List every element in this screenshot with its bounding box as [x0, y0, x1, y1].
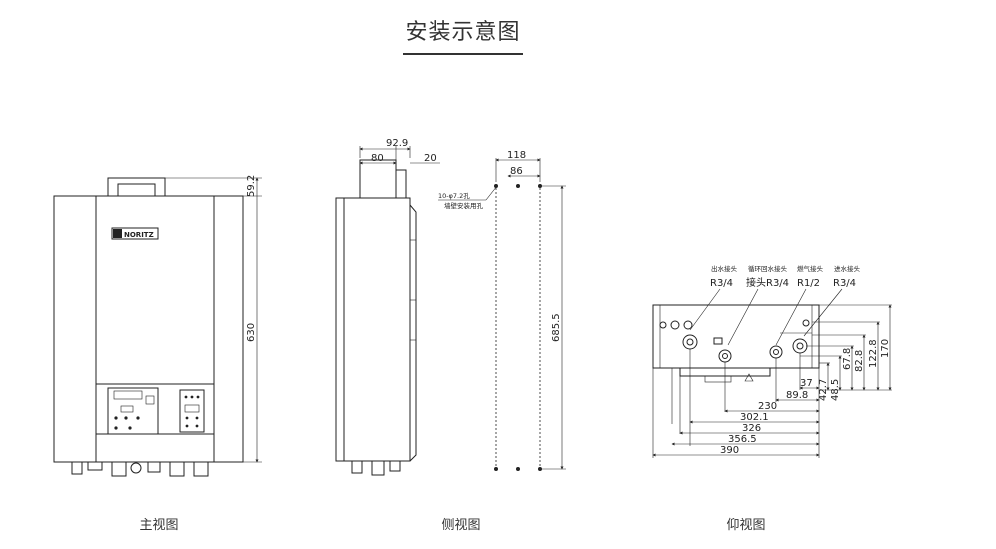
title-underline — [403, 53, 523, 55]
dim-v-67-8: 67.8 — [842, 348, 853, 370]
dim-front-bracket: 59.2 — [246, 175, 257, 197]
side-view: 92.9 80 20 10-φ7.2孔 墙壁安装用孔 118 86 685.5 — [335, 138, 566, 476]
dim-side-a: 92.9 — [386, 138, 408, 149]
dim-side-b: 80 — [371, 153, 384, 164]
dim-v-122-8: 122.8 — [868, 339, 879, 368]
brand-logo-text: NORITZ — [124, 231, 154, 239]
dim-v-48-5: 48.5 — [830, 379, 841, 401]
pipe-thread-return: 接头R3/4 — [746, 276, 789, 289]
caption-bottom-view: 仰视图 — [726, 518, 766, 533]
dim-front-height: 630 — [246, 323, 257, 342]
pipe-thread-out: R3/4 — [710, 278, 733, 289]
dim-h-37: 37 — [800, 378, 813, 389]
pipe-label-gas: 燃气接头 — [797, 264, 824, 273]
dim-v-170: 170 — [880, 339, 891, 358]
page-title: 安装示意图 — [405, 20, 521, 45]
hole-note: 墙壁安装用孔 — [444, 201, 484, 210]
caption-side-view: 侧视图 — [441, 518, 481, 533]
dim-h-326: 326 — [742, 423, 761, 434]
pipe-thread-in: R3/4 — [833, 278, 856, 289]
dim-side-c: 20 — [424, 153, 437, 164]
hole-spec: 10-φ7.2孔 — [438, 192, 470, 200]
pipe-label-in: 进水接头 — [834, 264, 861, 273]
pipe-label-return: 循环回水接头 — [748, 264, 788, 273]
dim-h-230: 230 — [758, 401, 777, 412]
front-view: NORITZ 59.2 630 — [53, 175, 262, 477]
dim-v-82-8: 82.8 — [854, 350, 865, 372]
dim-h-356-5: 356.5 — [728, 434, 757, 445]
pipe-label-out: 出水接头 — [711, 264, 738, 273]
dim-h-390: 390 — [720, 445, 739, 456]
pipe-thread-gas: R1/2 — [797, 278, 820, 289]
dim-h-89-8: 89.8 — [786, 390, 808, 401]
bottom-view: 出水接头 R3/4 循环回水接头 接头R3/4 燃气接头 R1/2 进水接头 R… — [652, 264, 892, 458]
caption-front-view: 主视图 — [139, 518, 179, 533]
dim-h-302-1: 302.1 — [740, 412, 769, 423]
dim-hole-w2: 86 — [510, 166, 523, 177]
dim-hole-w1: 118 — [507, 150, 526, 161]
dim-side-height: 685.5 — [551, 313, 562, 342]
dim-v-42-7: 42.7 — [818, 379, 829, 401]
